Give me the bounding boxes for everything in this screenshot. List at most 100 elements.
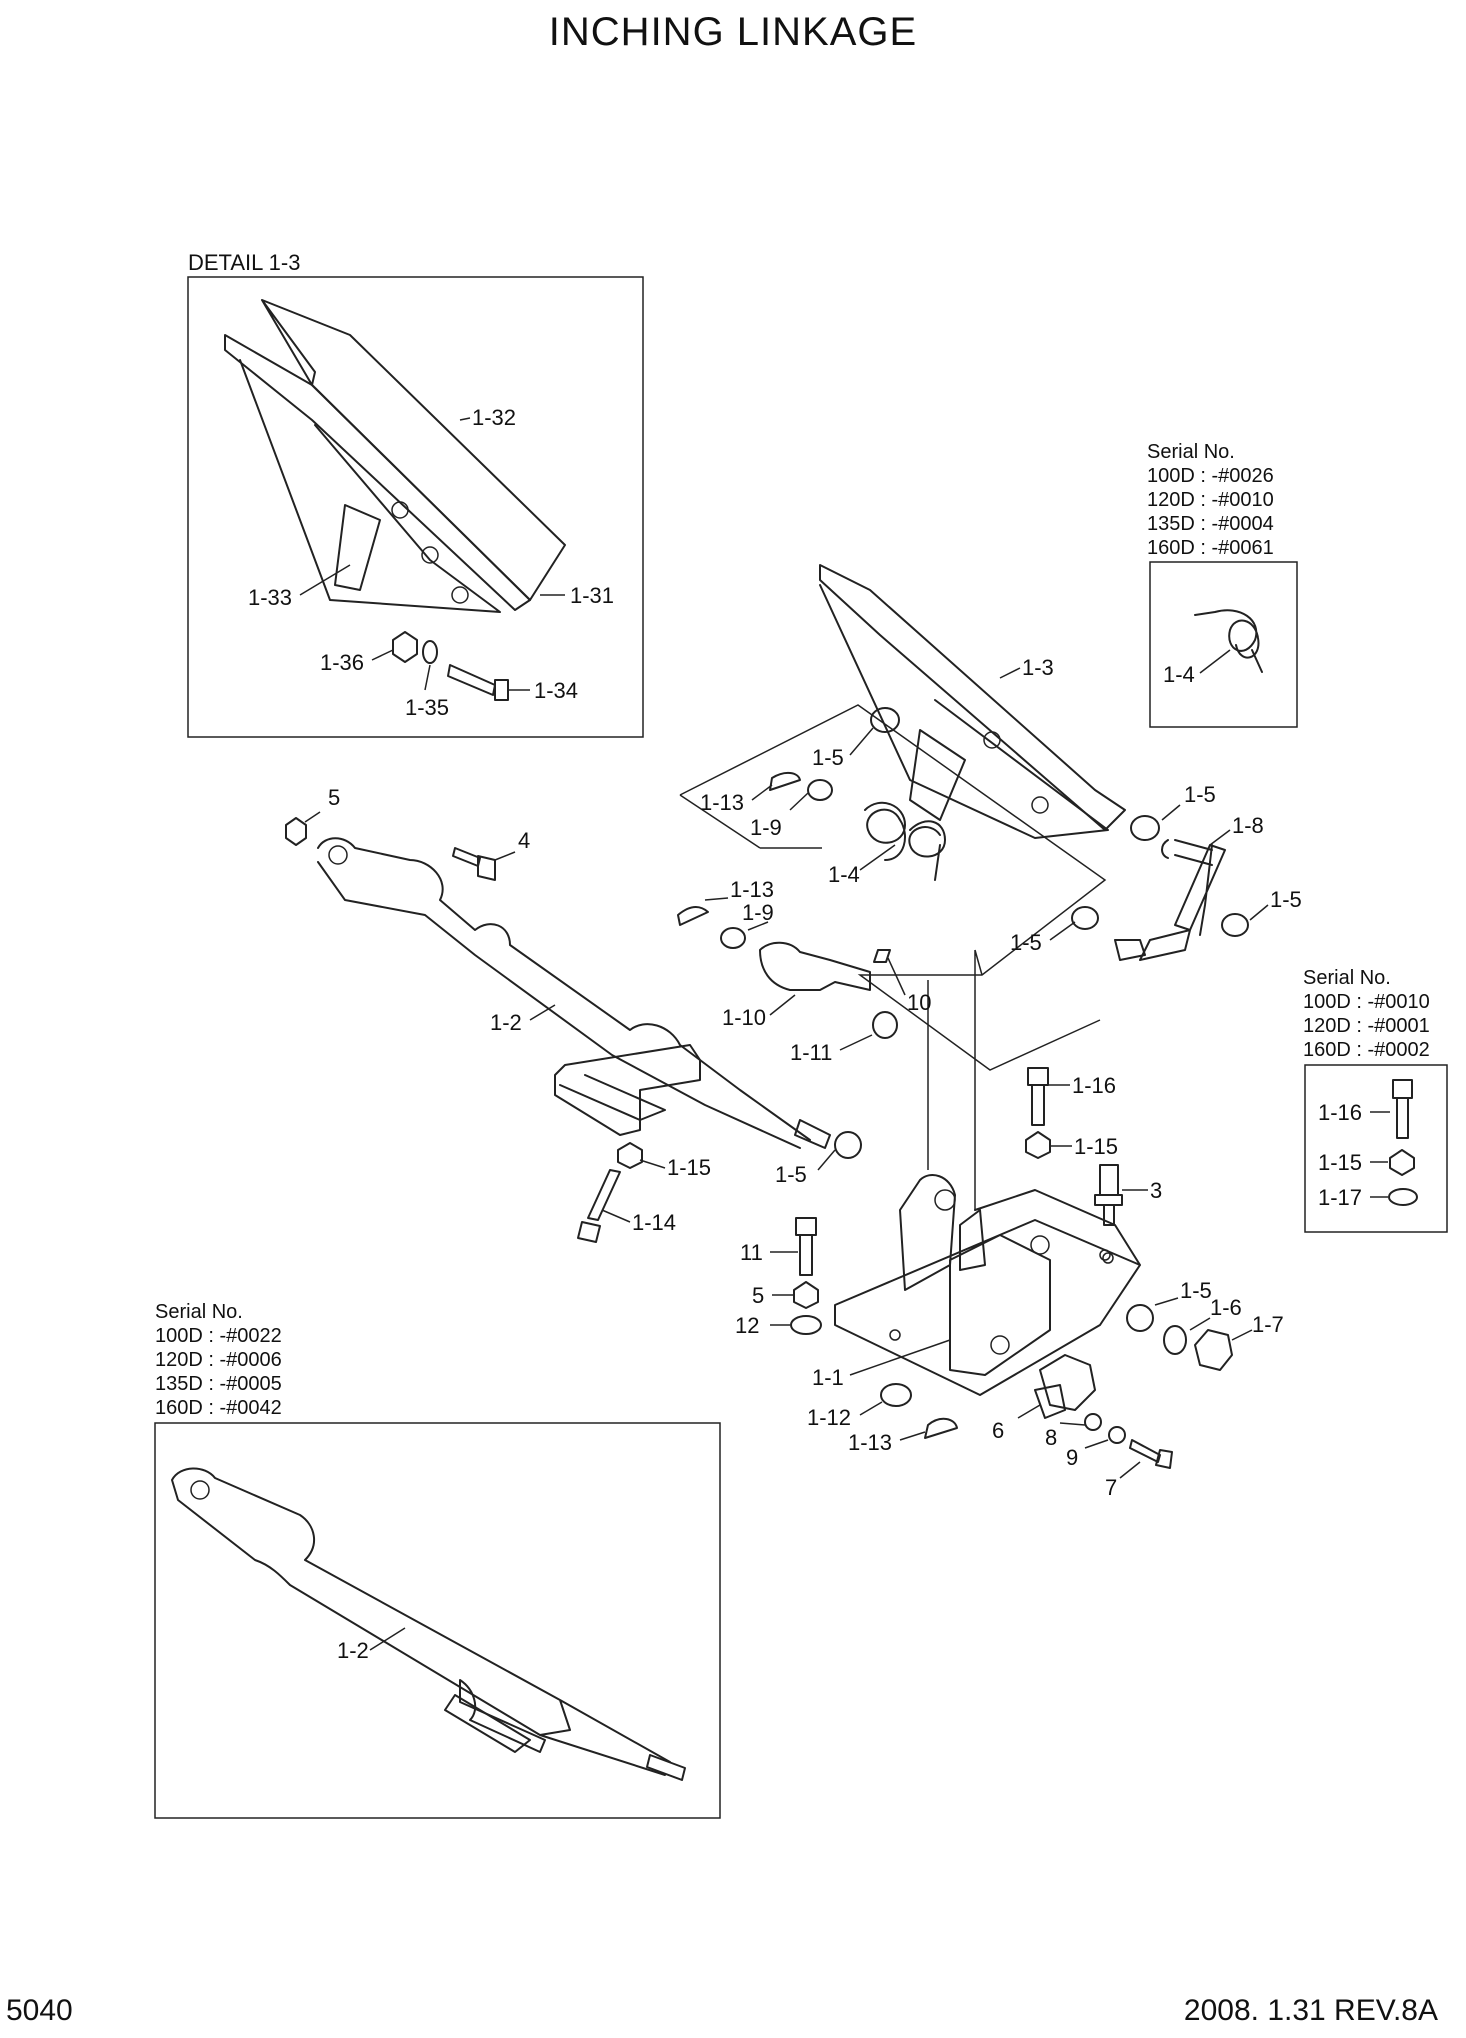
serial-rod-line-3: 135D : -#0005 xyxy=(155,1373,282,1395)
callout-1-5-c: 1-5 xyxy=(1270,887,1302,912)
callout-9: 9 xyxy=(1066,1445,1078,1470)
washer-1-9-top xyxy=(807,779,833,801)
rod-alt-paddle xyxy=(444,1694,531,1753)
bracket-hole-2 xyxy=(1030,1235,1050,1255)
callout-1-14: 1-14 xyxy=(632,1210,676,1235)
spring-1-4-icon xyxy=(1194,609,1263,673)
detail-nut-1-36 xyxy=(392,631,418,663)
serial-box-bolt: Serial No. 100D : -#0010 120D : -#0001 1… xyxy=(1303,967,1448,1233)
serial-spring-line-3: 135D : -#0004 xyxy=(1147,513,1274,535)
revision-date: 2008. 1.31 REV.8A xyxy=(1183,1994,1438,2027)
base-bracket-assembly xyxy=(790,949,1233,1469)
main-callouts: 1-3 1-5 1-13 1-9 1-4 1-5 1-8 1-5 1-5 5 4… xyxy=(304,655,1302,1500)
nut-1-15-icon xyxy=(1389,1149,1415,1176)
rod-alt-hole xyxy=(190,1480,210,1500)
detail-washer-1-35 xyxy=(422,640,438,664)
serial-spring-heading: Serial No. xyxy=(1147,441,1235,463)
nut-5-base xyxy=(793,1281,819,1309)
serial-bolt-line-3: 160D : -#0002 xyxy=(1303,1039,1430,1061)
nut-1-15-rod xyxy=(617,1142,643,1169)
bolt-1-16-icon xyxy=(1392,1079,1413,1139)
callout-1-11: 1-11 xyxy=(790,1040,832,1065)
pedal-plate-1-3 xyxy=(819,564,1126,831)
callout-5-b: 5 xyxy=(752,1283,764,1308)
callout-1-10: 1-10 xyxy=(722,1005,766,1030)
serial-bolt-callout-1-16: 1-16 xyxy=(1318,1100,1362,1125)
detail-bolt-1-34 xyxy=(447,664,509,701)
washer-9 xyxy=(1108,1426,1126,1444)
detail-hole-1 xyxy=(391,501,409,519)
bushing-1-5-rod xyxy=(834,1131,862,1159)
washer-1-17-icon xyxy=(1388,1188,1418,1206)
serial-spring-line-4: 160D : -#0061 xyxy=(1147,537,1274,559)
serial-bolt-frame xyxy=(1304,1064,1448,1233)
crank-pin xyxy=(1114,939,1146,961)
detail-pedal-plate xyxy=(261,299,566,601)
page-number: 5040 xyxy=(6,1994,73,2027)
bushing-1-5-top xyxy=(870,707,900,733)
callout-1-5-b: 1-5 xyxy=(1184,782,1216,807)
washer-1-12 xyxy=(880,1383,912,1407)
callout-1-33: 1-33 xyxy=(248,585,292,610)
rod-paddle xyxy=(559,1074,666,1121)
pedal-hole-a xyxy=(983,731,1001,749)
bushing-1-5-far xyxy=(1221,913,1249,937)
cotter-pin-1-13-top xyxy=(769,772,801,791)
callout-1-31: 1-31 xyxy=(570,583,614,608)
callout-1-12: 1-12 xyxy=(807,1405,851,1430)
page-title: INCHING LINKAGE xyxy=(548,10,918,54)
serial-box-rod: Serial No. 100D : -#0022 120D : -#0006 1… xyxy=(154,1301,721,1819)
bushing-1-5-base xyxy=(1126,1304,1154,1332)
serial-rod-line-4: 160D : -#0042 xyxy=(155,1397,282,1419)
callout-1-16: 1-16 xyxy=(1072,1073,1116,1098)
rod-alt-thread xyxy=(646,1754,686,1781)
serial-box-spring: Serial No. 100D : -#0026 120D : -#0010 1… xyxy=(1147,441,1298,728)
mount-hole-b xyxy=(889,1329,901,1341)
callout-12: 12 xyxy=(735,1313,759,1338)
callout-8: 8 xyxy=(1045,1425,1057,1450)
rod-yoke-plate xyxy=(554,1044,701,1136)
serial-rod-heading: Serial No. xyxy=(155,1301,243,1323)
bracket-hole xyxy=(934,1189,956,1211)
callout-1-13-b: 1-13 xyxy=(730,877,774,902)
detail-hole-2 xyxy=(421,546,439,564)
bracket-hole-3 xyxy=(990,1335,1010,1355)
callout-1-15-b: 1-15 xyxy=(1074,1134,1118,1159)
callout-1-6: 1-6 xyxy=(1210,1295,1242,1320)
callout-11: 11 xyxy=(740,1240,763,1265)
pedal-arm-1-3 xyxy=(819,584,1109,839)
washer-1-9-mid xyxy=(720,927,746,949)
bolt-3 xyxy=(1094,1164,1123,1226)
serial-bolt-heading: Serial No. xyxy=(1303,967,1391,989)
detail-bracket xyxy=(334,504,381,591)
detail-frame xyxy=(187,276,644,738)
base-bracket-1-1 xyxy=(834,1174,1141,1396)
callout-1-4: 1-4 xyxy=(828,862,860,887)
cotter-pin-1-13-base xyxy=(924,1417,958,1439)
washer-1-6 xyxy=(1163,1325,1187,1355)
main-pedal-assembly xyxy=(679,564,1249,1071)
serial-bolt-callout-1-15: 1-15 xyxy=(1318,1150,1362,1175)
callout-1-9-a: 1-9 xyxy=(750,815,782,840)
callout-1-36: 1-36 xyxy=(320,650,364,675)
callout-1-34: 1-34 xyxy=(534,678,578,703)
callout-7: 7 xyxy=(1105,1475,1117,1500)
stopper-6 xyxy=(1034,1354,1096,1419)
bracket-post xyxy=(927,949,983,1210)
nut-1-15-base xyxy=(1025,1131,1051,1159)
bolt-1-16 xyxy=(1027,1067,1049,1126)
callout-1-35: 1-35 xyxy=(405,695,449,720)
callout-10: 10 xyxy=(907,990,931,1015)
pedal-bracket-1-3 xyxy=(909,729,966,821)
pedal-hole-b xyxy=(1031,796,1049,814)
serial-bolt-callout-1-17: 1-17 xyxy=(1318,1185,1362,1210)
washer-12 xyxy=(790,1315,822,1335)
detail-box: DETAIL 1-3 1-32 1-33 1-31 1-36 1-35 1-34 xyxy=(187,250,644,738)
serial-rod-frame xyxy=(154,1422,721,1819)
callout-1-15-a: 1-15 xyxy=(667,1155,711,1180)
callout-1-3: 1-3 xyxy=(1022,655,1054,680)
yoke-1-10 xyxy=(759,941,871,991)
callout-6: 6 xyxy=(992,1418,1004,1443)
detail-hole-3 xyxy=(451,586,469,604)
